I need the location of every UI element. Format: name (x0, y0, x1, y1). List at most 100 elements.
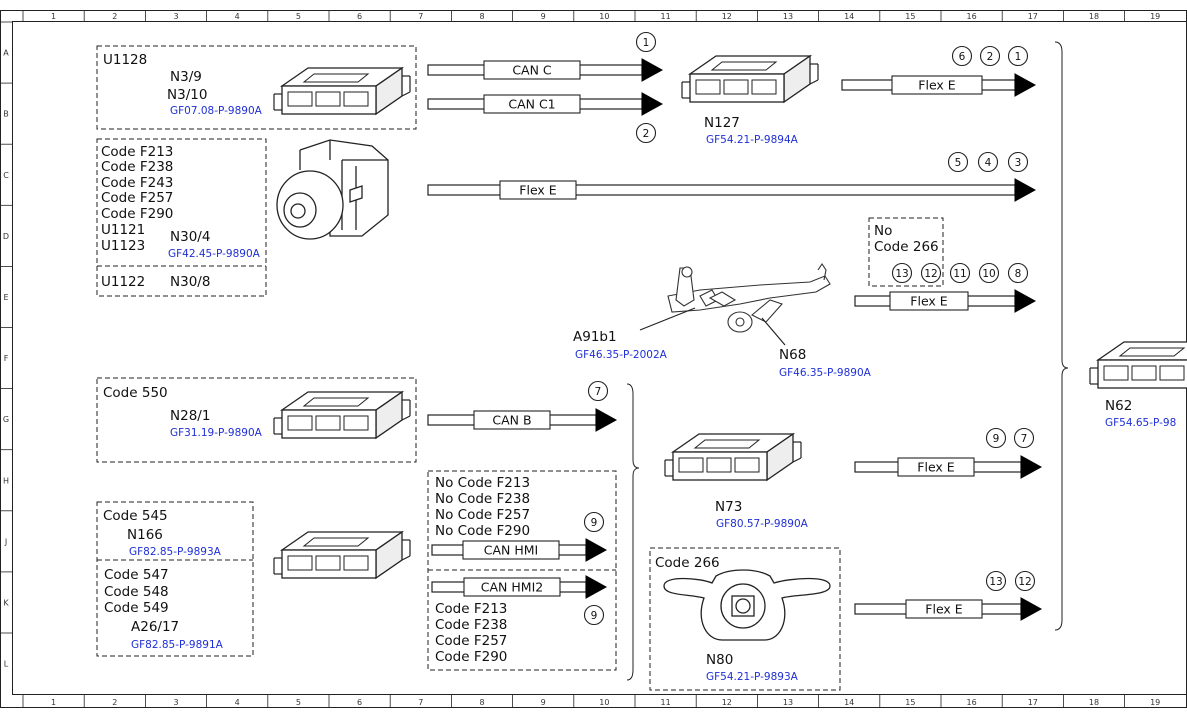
bus-flex-e-esp: Flex E (427, 178, 1037, 202)
code545-box (96, 501, 254, 657)
n80-ref: GF54.21-P-9893A (706, 671, 799, 683)
n30-8-label: N30/8 (170, 274, 210, 290)
bus-flex-e-n73-label: Flex E (917, 460, 955, 475)
esp-code-7: U1123 (101, 238, 145, 254)
row-D: D (3, 232, 9, 241)
col-11-top: 11 (661, 12, 671, 21)
marker-steer_out-10-label: 10 (982, 268, 995, 280)
bus-lines: CAN C CAN C1 Flex E Flex E Flex E CAN B Flex E… (427, 58, 1043, 621)
bus-can-b-label: CAN B (492, 413, 531, 428)
bus-can-c1: CAN C1 (427, 92, 664, 116)
marker-can_b-7-label: 7 (595, 386, 602, 398)
marker-can_hmi2-9 (583, 604, 605, 626)
bus-flex-e-n127-label: Flex E (918, 78, 956, 93)
steering-gear-icon (667, 263, 831, 333)
marker-esp_out-4 (977, 151, 999, 173)
esp-unit-icon (276, 139, 389, 240)
n3-10-label: N3/10 (167, 87, 207, 103)
col-6-bottom: 6 (357, 698, 362, 707)
code548-label: Code 548 (104, 584, 169, 600)
bus-flex-e-n80-label: Flex E (925, 602, 963, 617)
code-f257: Code F257 (435, 633, 507, 649)
n80-label: N80 (706, 652, 733, 668)
n68-ref: GF46.35-P-9890A (779, 367, 872, 379)
marker-steer_out-10 (978, 262, 1000, 284)
row-B: B (3, 110, 9, 119)
row-L: L (4, 660, 9, 669)
col-7-bottom: 7 (418, 698, 423, 707)
marker-can_c-1 (635, 31, 657, 53)
col-15-bottom: 15 (905, 698, 915, 707)
n30-4-label: N30/4 (170, 229, 210, 245)
bus-flex-e-n73: Flex E (854, 455, 1043, 479)
code-f238: Code F238 (435, 617, 507, 633)
col-11-bottom: 11 (661, 698, 671, 707)
col-8-top: 8 (479, 12, 484, 21)
col-18-bottom: 18 (1089, 698, 1099, 707)
marker-n73_out-7-label: 7 (1021, 433, 1028, 445)
n28-1-ref: GF31.19-P-9890A (170, 427, 263, 439)
marker-n127_out-1-label: 1 (1015, 51, 1022, 63)
marker-n73_out-9 (985, 427, 1007, 449)
col-12-top: 12 (722, 12, 732, 21)
marker-steer_out-12-label: 12 (924, 268, 937, 280)
a91b1-ref: GF46.35-P-2002A (575, 349, 668, 361)
no-code-f238: No Code F238 (435, 491, 530, 507)
col-12-bottom: 12 (722, 698, 732, 707)
marker-esp_out-5-label: 5 (955, 157, 962, 169)
marker-can_hmi-9-label: 9 (591, 517, 598, 529)
marker-can_c1-2-label: 2 (643, 128, 650, 140)
code550-box (96, 377, 417, 463)
code549-label: Code 549 (104, 600, 169, 616)
bus-can-hmi2-label: CAN HMI2 (481, 580, 543, 595)
marker-steer_out-12 (920, 262, 942, 284)
col-7-top: 7 (418, 12, 423, 21)
col-9-bottom: 9 (541, 698, 546, 707)
n73-ref: GF80.57-P-9890A (716, 518, 809, 530)
n3-ecu-icon (273, 67, 411, 115)
esp-code-box (96, 138, 267, 297)
row-J: J (4, 537, 7, 546)
esp-code-1: Code F213 (101, 144, 173, 160)
n127-ref: GF54.21-P-9894A (706, 134, 799, 146)
col-15-top: 15 (905, 12, 915, 21)
bus-can-c: CAN C (427, 58, 664, 82)
n127-ecu-icon (681, 55, 819, 103)
marker-can_c1-2 (635, 122, 657, 144)
n68-label: N68 (779, 347, 806, 363)
marker-can_hmi-9 (583, 511, 605, 533)
marker-can_c-1-label: 1 (643, 37, 650, 49)
bus-can-b: CAN B (427, 408, 618, 432)
row-F: F (4, 354, 9, 363)
marker-steer_out-8 (1007, 262, 1029, 284)
row-H: H (3, 476, 9, 485)
bus-can-c1-label: CAN C1 (508, 97, 555, 112)
n166-ref: GF82.85-P-9893A (129, 546, 222, 558)
col-2-top: 2 (112, 12, 117, 21)
n73-ecu-icon (664, 433, 802, 481)
bus-flex-e-n127: Flex E (841, 73, 1037, 97)
bus-can-hmi-label: CAN HMI (484, 543, 538, 558)
no-code266-label: Code 266 (874, 239, 939, 255)
no-code-f290: No Code F290 (435, 523, 530, 539)
col-17-bottom: 17 (1028, 698, 1038, 707)
u1128-box (96, 45, 417, 130)
col-3-bottom: 3 (173, 698, 178, 707)
no-code266-box (868, 217, 944, 287)
row-K: K (3, 598, 9, 607)
marker-steer_out-13-label: 13 (895, 268, 908, 280)
col-2-bottom: 2 (112, 698, 117, 707)
bus-flex-e-steering: Flex E (854, 289, 1037, 313)
steering-switch-icon (663, 569, 831, 641)
col-18-top: 18 (1089, 12, 1099, 21)
row-C: C (3, 171, 9, 180)
u1128-ref: GF07.08-P-9890A (170, 105, 263, 117)
n166-ecu-icon (273, 531, 411, 579)
marker-n127_out-2-label: 2 (987, 51, 994, 63)
col-1-bottom: 1 (51, 698, 56, 707)
marker-steer_out-8-label: 8 (1015, 268, 1022, 280)
code-f290: Code F290 (435, 649, 507, 665)
code-f213: Code F213 (435, 601, 507, 617)
marker-esp_out-3 (1007, 151, 1029, 173)
bus-can-hmi2: CAN HMI2 (431, 575, 608, 599)
